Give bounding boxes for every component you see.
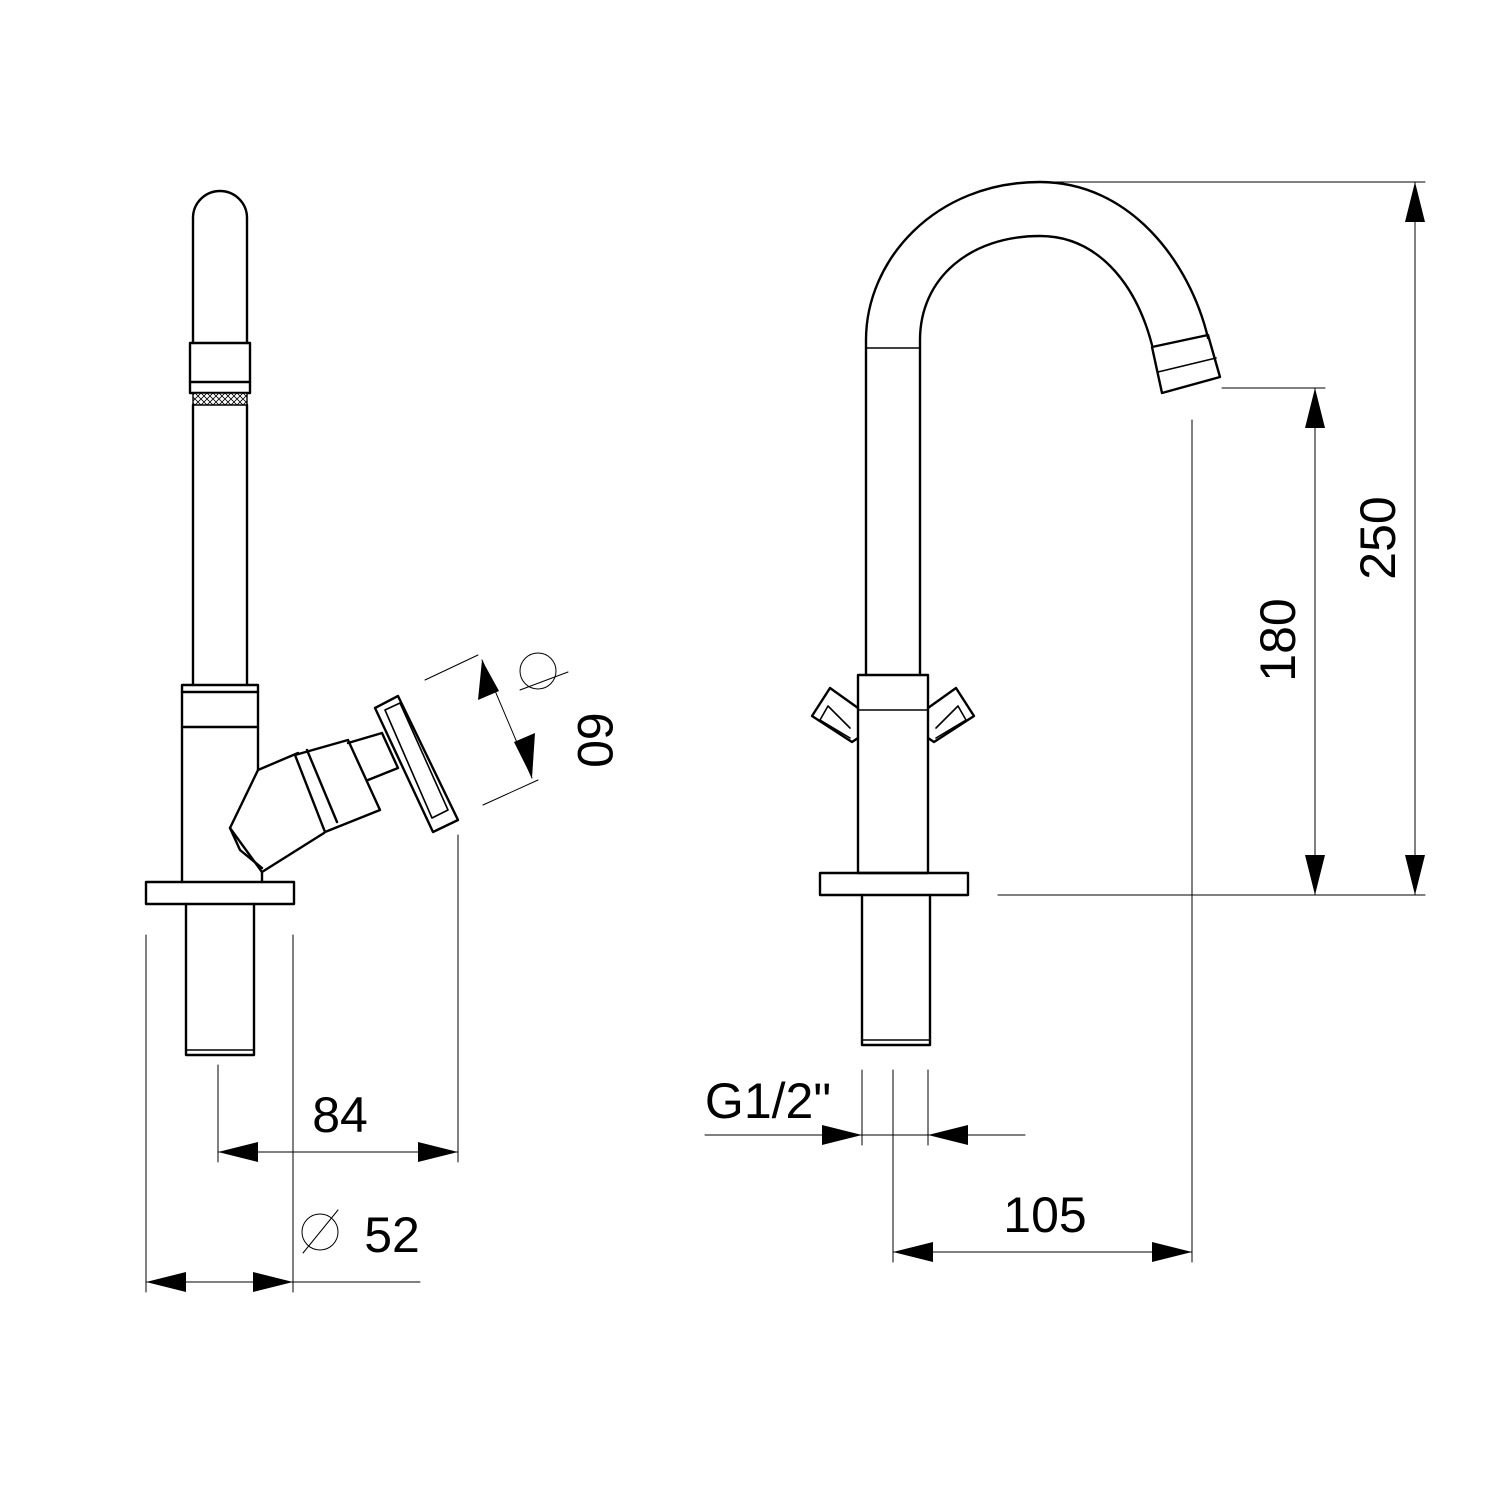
side-valve-housing	[293, 738, 382, 834]
side-spout-tube	[191, 189, 249, 345]
dim-label-52: 52	[364, 1207, 420, 1263]
front-spout-outlet	[1150, 333, 1222, 395]
front-left-handle	[810, 686, 860, 744]
side-supply-pipe	[184, 902, 256, 1057]
side-aerator	[188, 341, 252, 395]
front-valve-body	[856, 673, 930, 875]
front-base-flange	[818, 871, 970, 897]
side-cross-handle	[373, 694, 460, 834]
side-base-flange	[144, 880, 296, 906]
dim-label-105: 105	[1003, 1187, 1086, 1243]
side-view	[144, 189, 460, 1057]
front-gooseneck-spout	[864, 180, 1210, 677]
front-view	[810, 180, 1222, 1047]
front-dimensions	[704, 181, 1426, 1263]
phi-symbol-52	[301, 1209, 339, 1254]
side-dimensions	[145, 652, 569, 1293]
dim-label-g12: G1/2"	[705, 1073, 831, 1129]
front-right-handle	[926, 686, 976, 744]
dim-label-180: 180	[1250, 598, 1306, 681]
side-body	[256, 725, 300, 772]
side-aerator-mesh	[192, 392, 248, 406]
side-dimension-arrows	[146, 660, 535, 1292]
dim-label-60: 60	[567, 712, 623, 768]
dim-label-84: 84	[312, 1087, 368, 1143]
phi-symbol-handle	[519, 652, 557, 690]
front-dimension-arrows	[822, 182, 1425, 1262]
front-supply-pipe	[860, 893, 932, 1047]
side-valve-stem	[346, 731, 400, 782]
dim-label-250: 250	[1350, 496, 1406, 579]
